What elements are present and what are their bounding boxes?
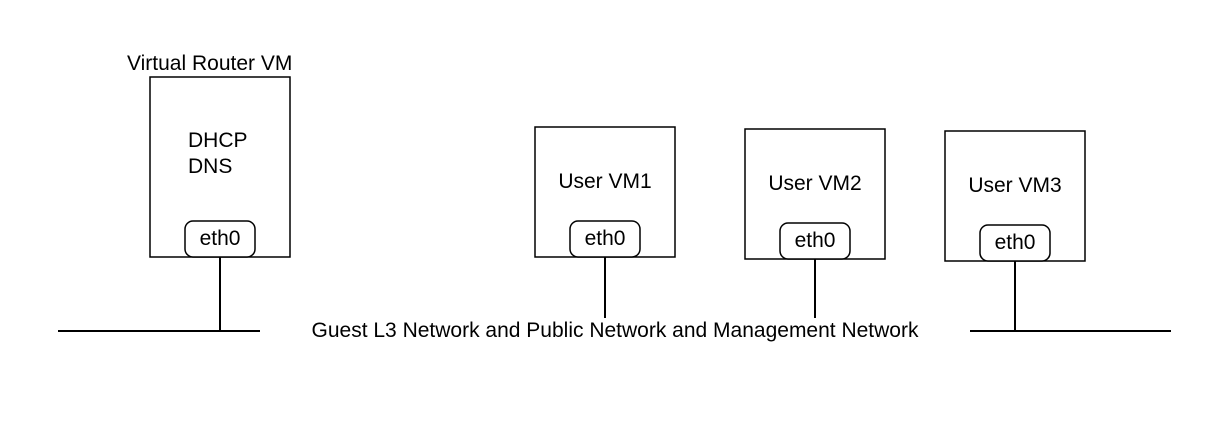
- router-title: Virtual Router VM: [127, 52, 293, 75]
- router-service-dns: DNS: [188, 155, 233, 178]
- user-vm1-nic-box: [569, 220, 641, 258]
- user-vm3-nic-box: [979, 224, 1051, 262]
- user-vm3-label: User VM3: [968, 174, 1062, 197]
- user-vm2-label: User VM2: [768, 172, 862, 195]
- router-service-dhcp: DHCP: [188, 129, 248, 152]
- user-vm2-nic-label: eth0: [794, 229, 836, 252]
- router-nic-box: [184, 220, 256, 258]
- network-label: Guest L3 Network and Public Network and …: [260, 318, 970, 344]
- user-vm3-nic-label: eth0: [994, 231, 1036, 254]
- user-vm1-label: User VM1: [558, 170, 652, 193]
- router-nic-label: eth0: [199, 227, 241, 250]
- user-vm2-nic-box: [779, 222, 851, 260]
- user-vm1-nic-label: eth0: [584, 227, 626, 250]
